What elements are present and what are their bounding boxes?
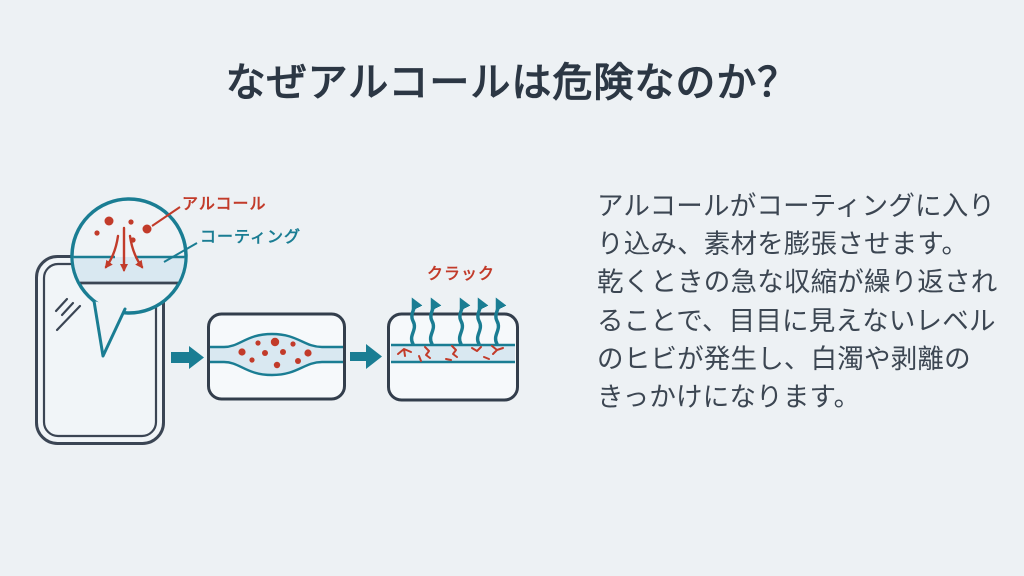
cracked-coating-panel	[387, 297, 519, 402]
swollen-coating-panel	[207, 312, 346, 401]
magnifier-bubble	[70, 197, 188, 358]
screen-reflection-icon	[54, 297, 82, 332]
bubble-tail	[92, 299, 127, 358]
evaporation-arrows	[409, 297, 507, 346]
alcohol-label: アルコール	[182, 196, 267, 213]
crack-label: クラック	[427, 266, 496, 283]
step-arrow-2-icon	[350, 344, 382, 369]
coating-leader-line	[163, 242, 198, 263]
page-title: なぜアルコールは危険なのか？	[225, 61, 799, 105]
coating-label: コーティング	[200, 229, 302, 246]
explanation-paragraph: アルコールがコーティングに入り り込み、素材を膨張させます。 乾くときの急な収縮…	[597, 187, 1007, 416]
crack-marks	[397, 345, 504, 362]
body-line: のヒビが発生し、白濁や剥離の	[597, 343, 971, 374]
penetration-arrows	[104, 226, 144, 272]
alcohol-leader-line	[151, 206, 181, 227]
body-line: 乾くときの急な収縮が繰り返され	[597, 267, 998, 298]
body-line: アルコールがコーティングに入り	[597, 191, 996, 221]
step-arrow-1-icon	[171, 346, 204, 369]
body-line: きっかけになります。	[597, 381, 861, 412]
body-line: ることで、目目に見えないレベル	[597, 305, 996, 336]
magnified-coating-layer	[73, 255, 185, 285]
alcohol-droplets	[94, 216, 152, 243]
body-line: り込み、素材を膨張させます。	[597, 229, 969, 260]
absorbed-droplets	[238, 337, 312, 369]
